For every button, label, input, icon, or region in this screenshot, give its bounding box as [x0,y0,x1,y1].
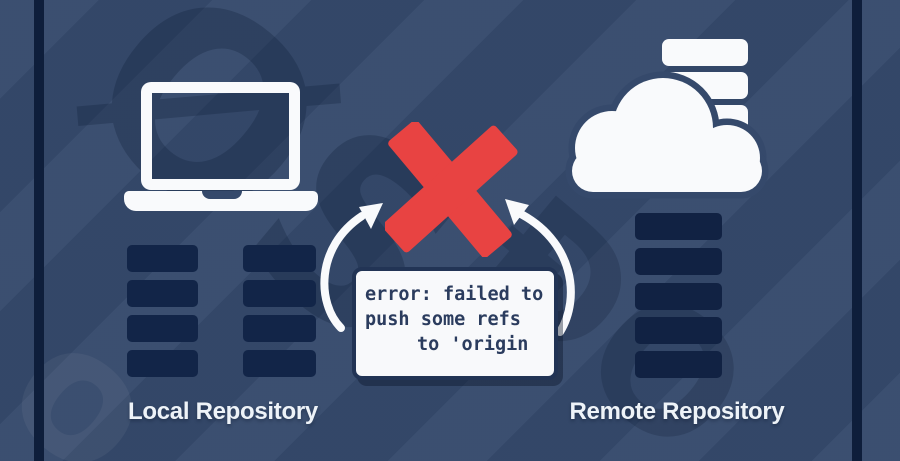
red-x-icon [385,122,518,257]
repo-bar [243,315,316,342]
repo-bar [635,351,722,378]
local-repository-label: Local Repository [128,398,318,425]
laptop-base [124,191,318,211]
repo-bar [127,280,198,307]
laptop-screen [141,82,300,190]
remote-repository-label: Remote Repository [569,398,785,425]
repo-bar [127,245,198,272]
repo-bar [127,315,198,342]
error-line: error: failed to [365,284,544,305]
repo-bar [635,213,722,240]
repo-bar [243,350,316,377]
repo-bar [127,350,198,377]
repo-bar [243,245,316,272]
laptop-notch [202,191,242,199]
repo-bar [635,283,722,310]
left-edge-stripe [34,0,44,461]
repo-bar [635,248,722,275]
repo-bar [635,317,722,344]
cloud-server-icon [565,39,769,199]
error-message-box: error: failed to push some refs to 'orig… [352,267,558,380]
repo-bar [243,280,316,307]
error-line: push some refs [365,309,521,330]
arrowhead-left [359,203,383,229]
error-line: to 'origin [417,334,529,355]
right-edge-stripe [852,0,862,461]
cloud-shape [572,78,762,192]
